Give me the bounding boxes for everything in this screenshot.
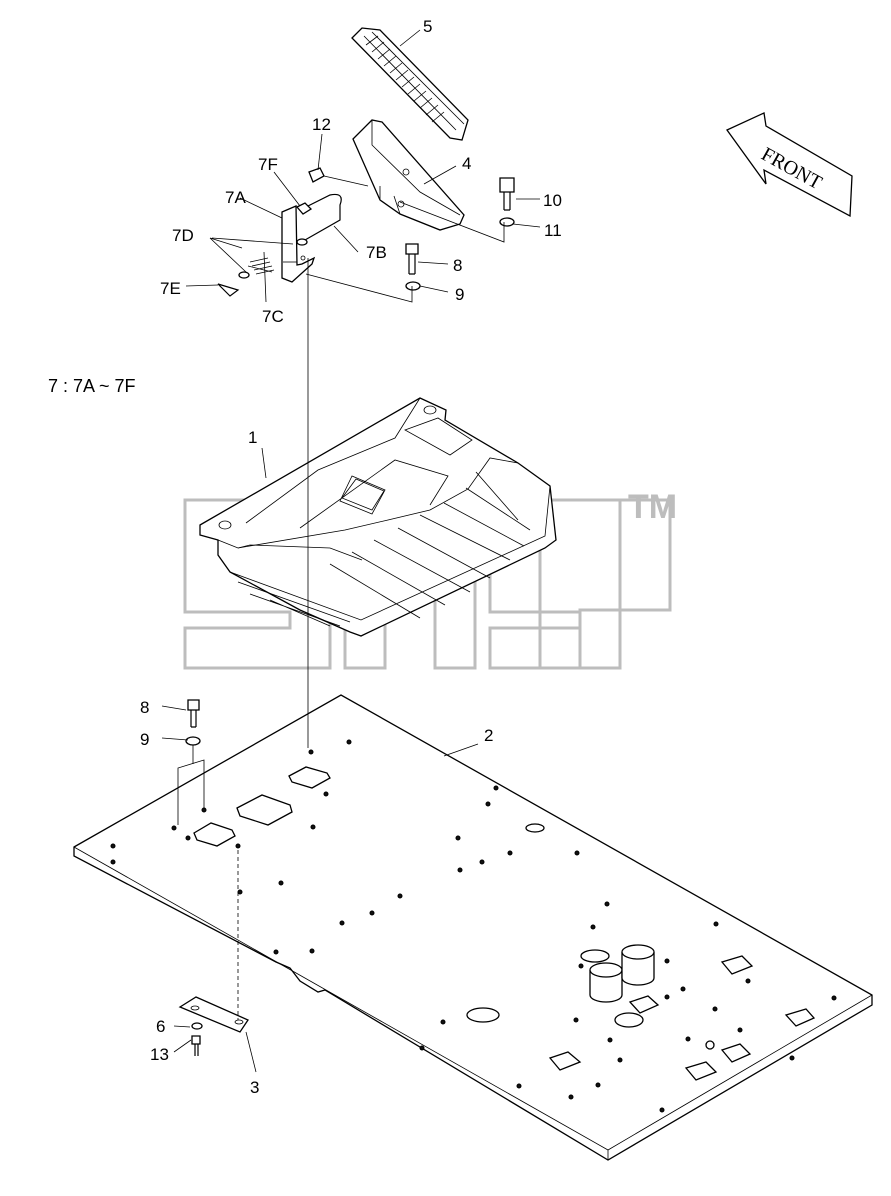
bolt-8-bottom <box>185 699 201 746</box>
callout-7b: 7B <box>366 243 387 262</box>
callout-6: 6 <box>156 1017 165 1036</box>
callout-9-bottom: 9 <box>140 730 149 749</box>
callout-9-top: 9 <box>455 285 464 304</box>
watermark-trademark: TM <box>628 488 677 526</box>
callout-7c: 7C <box>262 307 284 326</box>
assembly-set-note: 7 : 7A ~ 7F <box>48 376 136 396</box>
front-direction-arrow: FRONT <box>726 112 853 218</box>
leader-lines <box>161 29 541 1073</box>
pedal-pad <box>351 27 469 141</box>
callout-7e: 7E <box>160 279 181 298</box>
pedal-bracket <box>352 119 465 231</box>
callout-12: 12 <box>312 115 331 134</box>
floor-mat <box>199 397 557 637</box>
callout-1: 1 <box>248 428 257 447</box>
bolt-10 <box>499 177 515 227</box>
callout-8-bottom: 8 <box>140 698 149 717</box>
callout-8-top: 8 <box>453 256 462 275</box>
callout-7f: 7F <box>258 155 278 174</box>
callout-4: 4 <box>462 154 471 173</box>
callout-2: 2 <box>484 726 493 745</box>
callout-7a: 7A <box>225 188 246 207</box>
callout-13: 13 <box>150 1045 169 1064</box>
bolt-8-top <box>405 243 421 291</box>
callout-11: 11 <box>544 221 562 240</box>
callout-3: 3 <box>250 1078 259 1097</box>
callout-5: 5 <box>423 17 432 36</box>
callout-7d: 7D <box>172 226 194 245</box>
callout-10: 10 <box>543 191 562 210</box>
base-plate <box>73 694 873 1161</box>
callout-labels: 5 12 4 7F 7A 10 11 7D 7B 8 7E 9 7C 1 8 2… <box>140 17 562 1097</box>
clamp-plate-3 <box>178 996 249 1056</box>
